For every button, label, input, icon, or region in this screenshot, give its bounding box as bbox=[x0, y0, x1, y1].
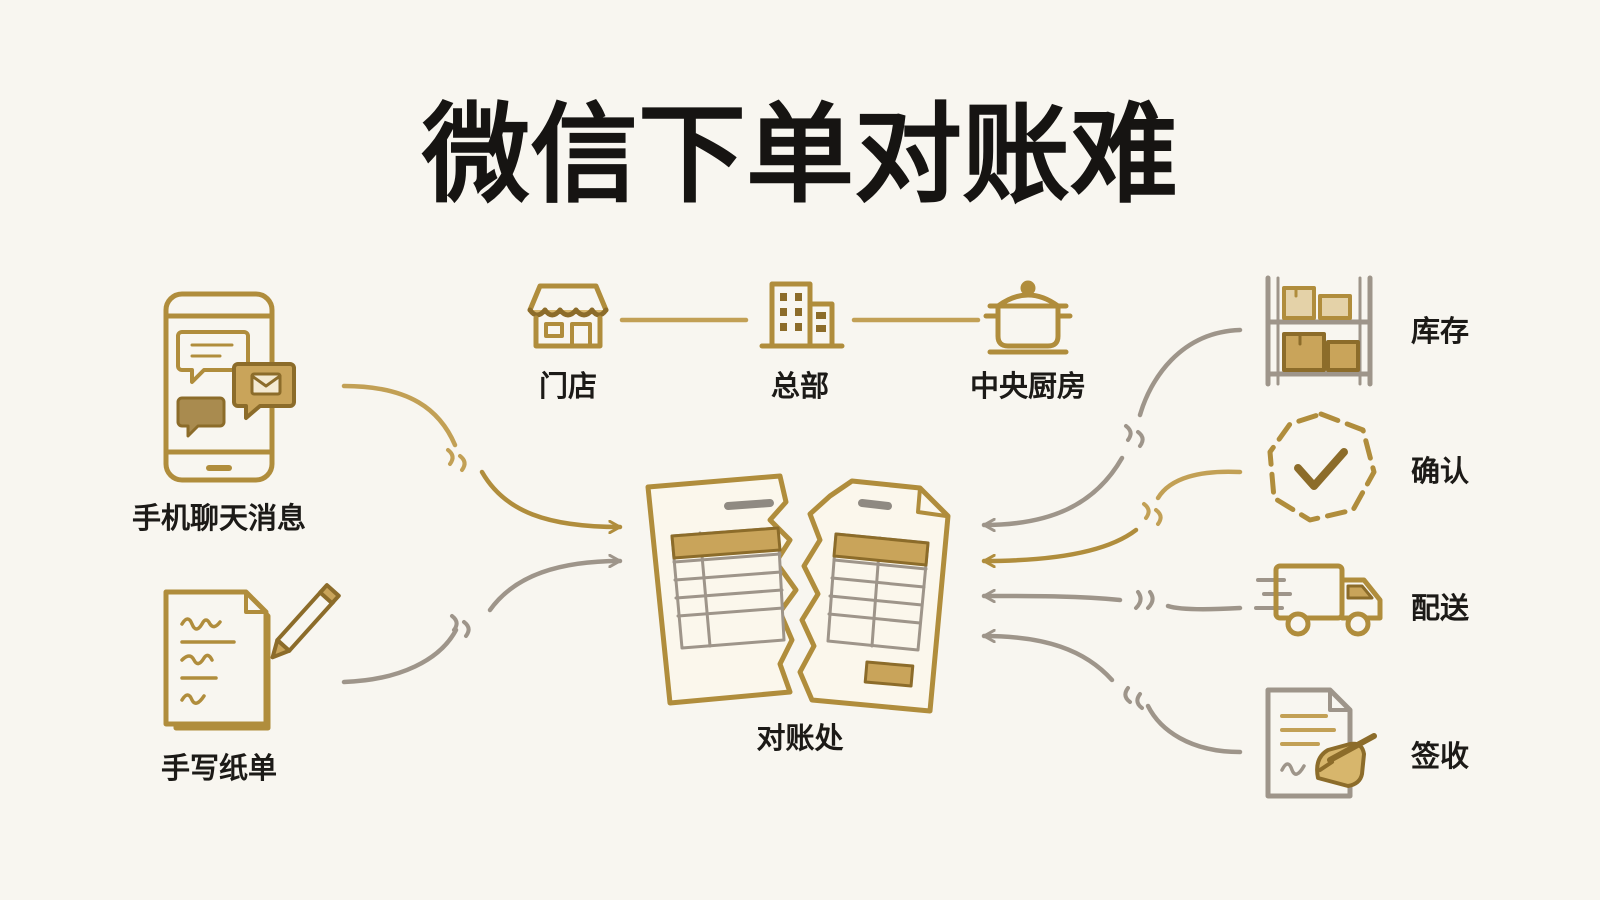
flow-arrow-delivery bbox=[981, 596, 1123, 600]
chain-label-hq: 总部 bbox=[771, 369, 829, 403]
phone-chat-icon bbox=[163, 291, 296, 483]
flow-break-inventory bbox=[1124, 424, 1145, 448]
flow-arrow-confirm bbox=[981, 527, 1139, 561]
chain-label-kitchen: 中央厨房 bbox=[970, 369, 1086, 403]
step-label-inventory: 库存 bbox=[1411, 314, 1469, 348]
flow-break-confirm bbox=[1142, 502, 1163, 526]
handwritten-order-icon bbox=[163, 583, 341, 731]
flow-line-confirm bbox=[1155, 469, 1243, 501]
flow-arrow-chat-to-center bbox=[479, 469, 623, 527]
warehouse-shelf-icon bbox=[1265, 275, 1373, 387]
center-label: 对账处 bbox=[756, 721, 843, 755]
source-label-paper: 手写纸单 bbox=[161, 751, 277, 785]
flow-line-signoff bbox=[1145, 703, 1243, 755]
flow-line-paper-to-center bbox=[341, 627, 459, 685]
step-label-confirm: 确认 bbox=[1411, 454, 1469, 488]
flow-line-delivery bbox=[1165, 603, 1243, 612]
torn-ledger-icon bbox=[645, 473, 951, 714]
check-badge-icon bbox=[1267, 411, 1377, 523]
cooking-pot-icon bbox=[983, 280, 1073, 355]
flow-line-chat-to-center bbox=[341, 383, 458, 448]
flow-break-paper bbox=[450, 614, 471, 638]
flow-break-delivery bbox=[1134, 590, 1155, 610]
office-building-icon bbox=[759, 281, 845, 349]
flow-break-chat bbox=[446, 448, 467, 472]
store-icon bbox=[527, 283, 609, 349]
page-title: 微信下单对账难 bbox=[421, 93, 1178, 218]
step-label-signoff: 签收 bbox=[1411, 739, 1469, 773]
signed-document-icon bbox=[1265, 687, 1377, 799]
source-label-chat: 手机聊天消息 bbox=[132, 501, 306, 535]
flow-arrow-signoff bbox=[981, 636, 1115, 683]
flow-arrow-paper-to-center bbox=[487, 561, 623, 613]
flow-break-signoff bbox=[1123, 686, 1144, 710]
flow-arrow-inventory bbox=[981, 455, 1125, 525]
step-label-delivery: 配送 bbox=[1411, 591, 1469, 625]
chain-label-store: 门店 bbox=[539, 369, 597, 403]
flow-line-inventory bbox=[1137, 327, 1243, 418]
delivery-truck-icon bbox=[1254, 563, 1383, 637]
